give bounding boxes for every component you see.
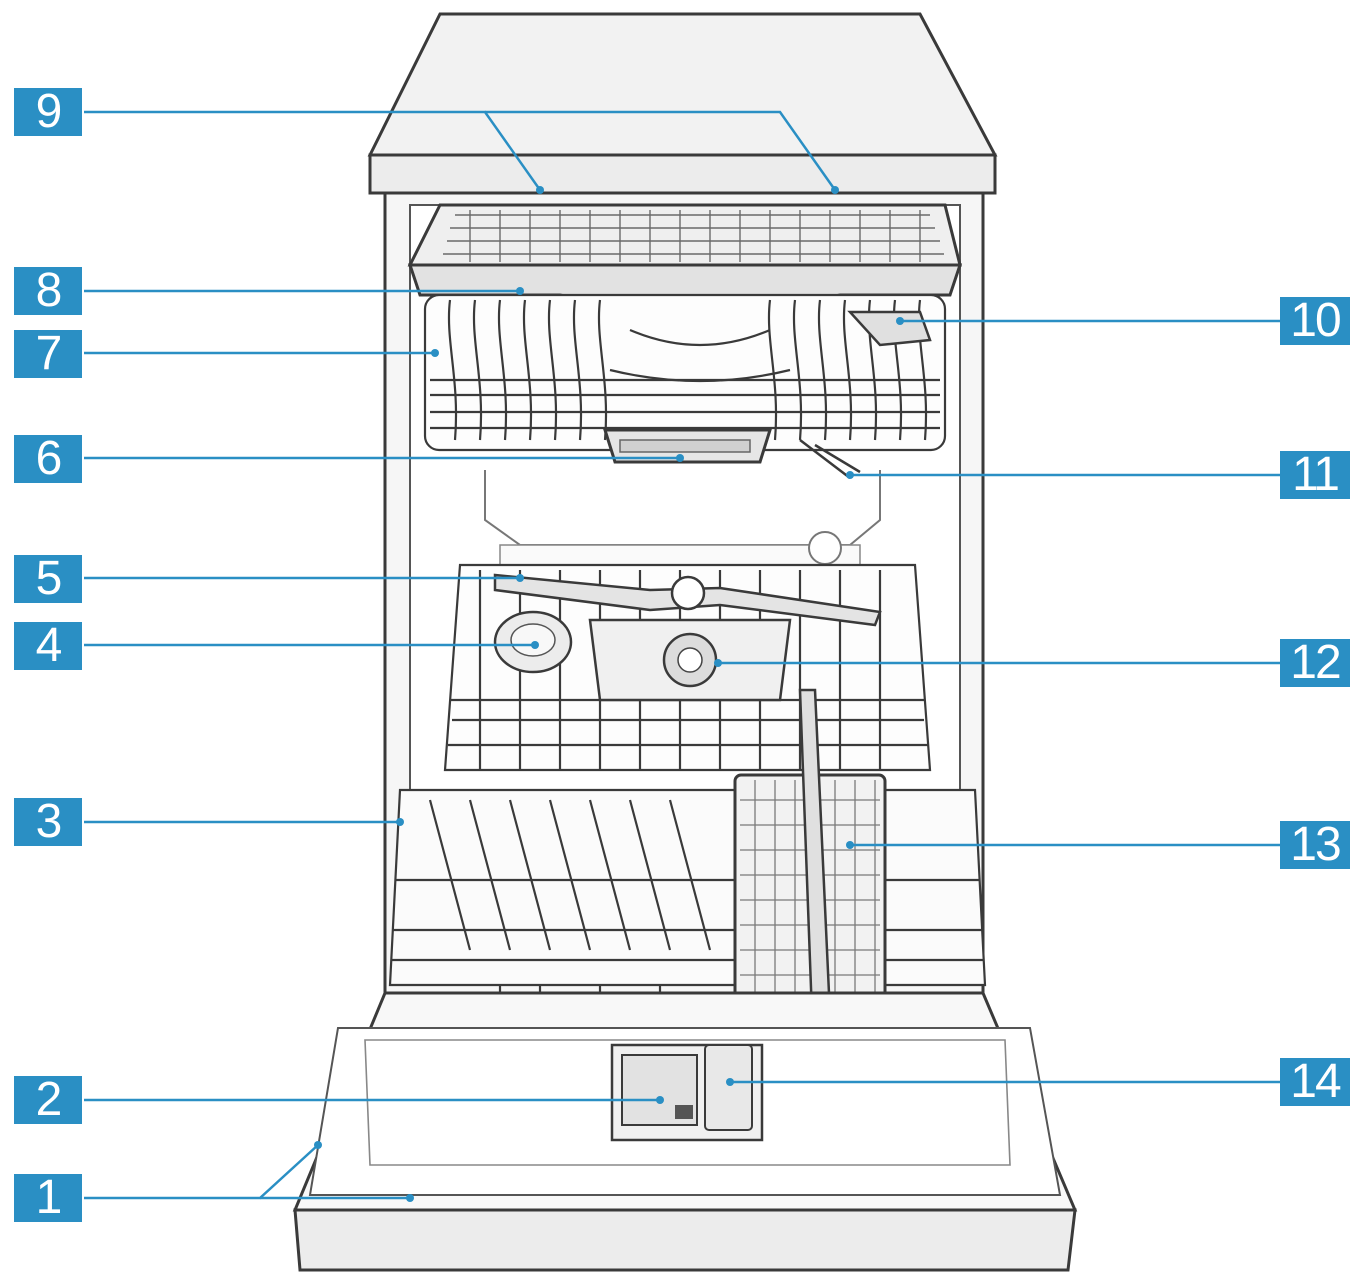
callout-12: 12 (1280, 639, 1350, 687)
callout-1: 1 (14, 1174, 82, 1222)
cutlery-basket (733, 688, 887, 1017)
callout-5: 5 (14, 555, 82, 603)
callout-7: 7 (14, 330, 82, 378)
cutlery-drawer (407, 203, 963, 324)
callout-11: 11 (1280, 451, 1350, 499)
filter-system (588, 618, 792, 702)
leader-lines (84, 110, 1282, 1200)
callout-13: 13 (1280, 821, 1350, 869)
callout-9: 9 (14, 88, 82, 136)
callout-14: 14 (1280, 1058, 1350, 1106)
callout-4: 4 (14, 622, 82, 670)
callout-8: 8 (14, 267, 82, 315)
upper-spray-arm (602, 428, 773, 464)
worktop (367, 12, 998, 195)
leader-dots (314, 186, 904, 1202)
lower-spray-arm (493, 573, 882, 627)
detergent-dispenser (610, 1043, 764, 1142)
callout-2: 2 (14, 1076, 82, 1124)
callout-3: 3 (14, 798, 82, 846)
callout-6: 6 (14, 435, 82, 483)
side-rail-latch (799, 439, 861, 479)
callout-10: 10 (1280, 297, 1350, 345)
